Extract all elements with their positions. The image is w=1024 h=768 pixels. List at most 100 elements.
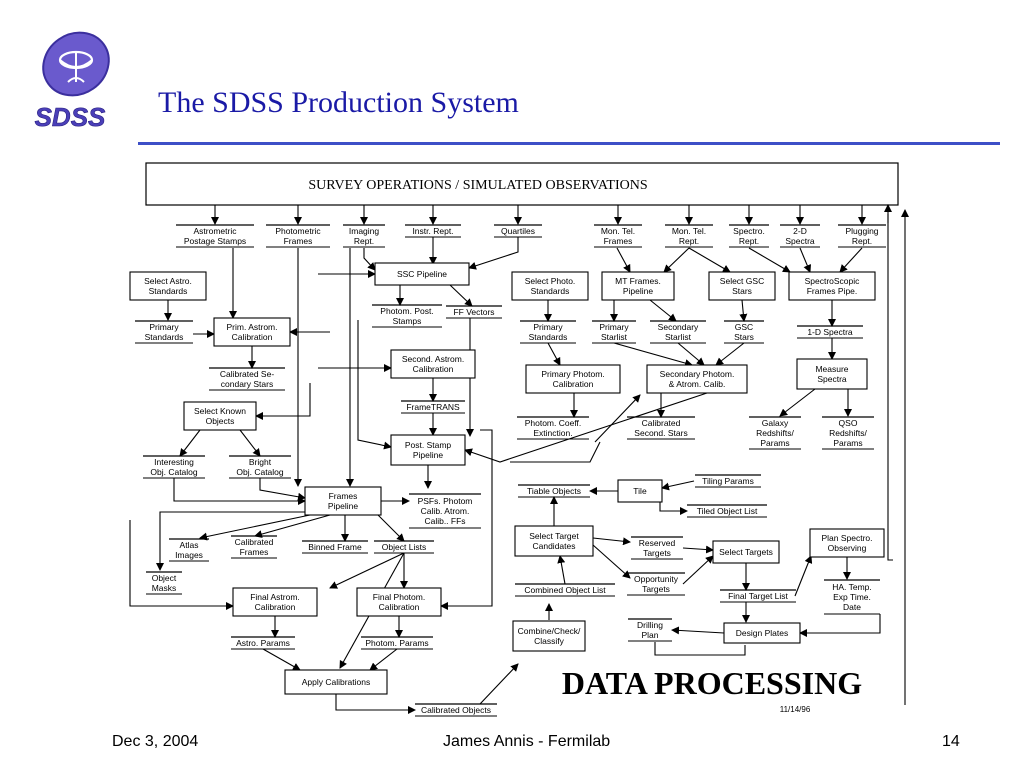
node-label-photom-coeff: Photom. Coeff.Extinction. [525,418,582,438]
flow-arrow [239,429,261,457]
node-label-secondary-photom: Secondary Photom.& Atrom. Calib. [660,369,735,389]
process-box-prim-astrom [213,317,291,347]
flow-arrow [440,429,493,610]
survey-operations-box [145,162,899,206]
process-box-select-targets [712,540,780,564]
flow-arrow [464,391,711,463]
flow-arrow [616,247,631,273]
process-box-final-photom [356,587,442,617]
flow-arrow [661,480,695,491]
flow-arrow [374,511,405,542]
flow-arrow [129,520,234,610]
process-box-measure-spectra [796,358,868,390]
sdss-logo: SDSS [34,31,110,132]
node-label-montel-frames: Mon. Tel.Frames [601,226,635,246]
node-label-apply-calibrations: Apply Calibrations [302,677,371,687]
flow-arrow [468,237,519,270]
flow-arrow [363,248,376,271]
node-label-ssc-pipeline: SSC Pipeline [397,269,447,279]
node-label-tiled-list: Tiled Object List [697,506,758,516]
flow-arrow [688,247,731,273]
flow-arrow [799,614,881,637]
node-label-select-targets: Select Targets [719,547,773,557]
flow-arrow [663,247,690,273]
flow-arrow [613,342,693,367]
process-box-plan-spectro [809,528,885,558]
node-label-spectro-rept: Spectro.Rept. [733,226,765,246]
node-label-select-astro: Select Astro.Standards [144,276,192,296]
node-label-binned-frame: Binned Frame [308,542,362,552]
flow-arrow [715,342,745,366]
process-box-final-astrom [232,587,318,617]
process-box-select-gsc [708,271,776,301]
node-label-combine-check: Combine/Check/Classify [518,626,581,646]
flow-arrow [649,299,677,322]
process-box-mt-frames [601,271,675,301]
flow-arrow [887,214,893,561]
node-label-photom-post: Photom. Post.Stamps [380,306,433,326]
flow-arrow [262,648,301,671]
flow-arrow [682,545,714,554]
flow-arrow [369,648,398,671]
process-box-select-known [183,401,257,431]
node-label-select-photo: Select Photo.Standards [525,276,576,296]
process-box-tile [617,479,663,503]
node-label-tiling-params: Tiling Params [702,476,754,486]
process-box-combine-check [512,620,586,652]
process-box-design-plates [723,622,801,644]
flow-arrow [677,342,705,366]
flow-arrow [594,394,641,443]
flow-arrow [173,478,306,505]
node-label-frametrans: FrameTRANS [406,402,460,412]
node-label-instr-rept: Instr. Rept. [412,226,453,236]
flow-arrow [659,499,688,515]
process-box-select-astro [129,271,207,301]
node-label-tile: Tile [633,486,647,496]
node-label-second-astrom: Second. Astrom.Calibration [402,354,464,374]
process-box-apply-calibrations [284,669,388,695]
node-label-ha-temp: HA. Temp.Exp Time.Date [832,582,872,612]
node-label-montel-rept: Mon. Tel.Rept. [672,226,706,246]
node-label-final-photom: Final Photom.Calibration [373,592,425,612]
process-box-ssc-pipeline [374,262,470,286]
flow-arrow [329,552,405,589]
flow-arrow [779,388,816,417]
flow-arrow [682,555,714,585]
node-label-prim-astrom: Prim. Astrom.Calibration [226,322,277,342]
node-label-quartiles: Quartiles [501,226,535,236]
slide-title: The SDSS Production System [158,86,519,119]
title-rule [138,142,1000,145]
node-label-spectra-1d: 1-D Spectra [807,327,853,337]
node-label-final-target-list: Final Target List [728,591,788,601]
node-label-combined-list: Combined Object List [524,585,606,595]
footer-author: James Annis - Fermilab [443,733,611,750]
node-label-mt-frames: MT Frames.Pipeline [615,276,661,296]
process-box-post-stamp [390,434,466,466]
flow-arrow [748,247,791,273]
node-label-photom-params: Photom. Params [365,638,428,648]
footer-date: Dec 3, 2004 [112,733,199,750]
flow-arrow [255,383,311,420]
node-label-plan-spectro: Plan Spectro.Observing [821,533,872,553]
diagram-datestamp: 11/14/96 [780,705,811,714]
flow-arrow [592,537,631,546]
